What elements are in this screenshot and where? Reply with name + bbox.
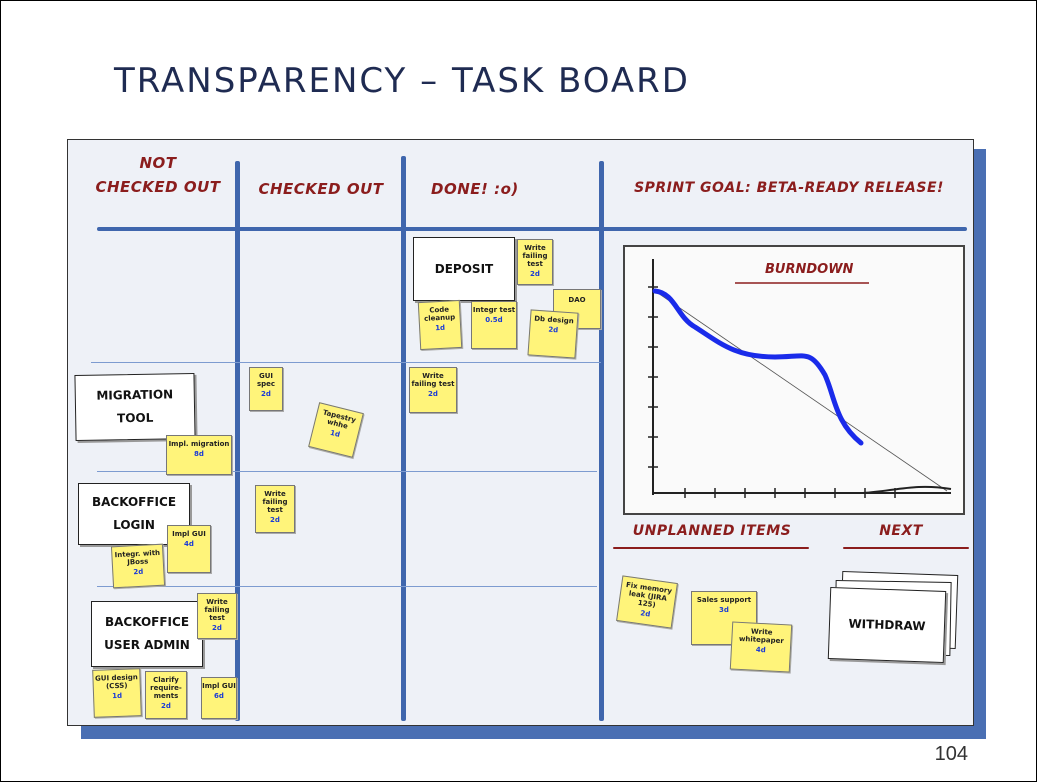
row-divider-3 — [97, 586, 597, 587]
header-not-checked-out: NOT CHECKED OUT — [95, 154, 221, 196]
column-divider-2 — [401, 156, 406, 721]
header-underline — [97, 227, 967, 231]
header-done: DONE! :o) — [431, 180, 519, 198]
burndown-y-ticks — [648, 286, 658, 468]
story-migration-label: MIGRATION TOOL — [96, 387, 174, 426]
burndown-actual-line — [652, 288, 864, 446]
burndown-title: BURNDOWN — [765, 262, 854, 277]
row-divider-2 — [97, 471, 597, 472]
sticky-gui-design: GUI design (CSS)1d — [92, 668, 142, 718]
unplanned-items-title: UNPLANNED ITEMS — [632, 523, 792, 539]
next-underline — [843, 547, 969, 549]
story-backoffice-login-label: BACKOFFICE LOGIN — [91, 495, 177, 532]
column-divider-1 — [235, 161, 240, 721]
row-divider-1 — [91, 362, 601, 363]
story-card-deposit: DEPOSIT — [413, 237, 515, 301]
column-divider-3 — [599, 161, 604, 721]
story-card-withdraw: WITHDRAW — [827, 586, 947, 664]
sticky-fix-memory-leak: Fix memory leak (JIRA 125)2d — [616, 575, 678, 629]
burndown-svg: BURNDOWN — [648, 259, 952, 498]
slide-title: TRANSPARENCY – TASK BOARD — [114, 61, 690, 101]
story-card-backoffice-user-admin: BACKOFFICE USER ADMIN — [91, 601, 203, 667]
next-title: NEXT — [879, 523, 923, 539]
burndown-chart: BURNDOWN — [623, 245, 965, 515]
burndown-ideal-line — [654, 290, 948, 492]
unplanned-underline — [613, 547, 809, 549]
story-deposit-label: DEPOSIT — [434, 261, 494, 276]
story-card-migration: MIGRATION TOOL — [74, 372, 196, 442]
page-number: 104 — [934, 743, 968, 765]
header-checked-out: CHECKED OUT — [258, 180, 384, 198]
burndown-tail-line — [862, 485, 952, 494]
story-withdraw-label: WITHDRAW — [848, 616, 926, 633]
header-sprint-goal: SPRINT GOAL: BETA-READY RELEASE! — [634, 180, 944, 196]
story-backoffice-user-admin-label: BACKOFFICE USER ADMIN — [104, 615, 190, 652]
story-card-backoffice-login: BACKOFFICE LOGIN — [78, 483, 190, 545]
